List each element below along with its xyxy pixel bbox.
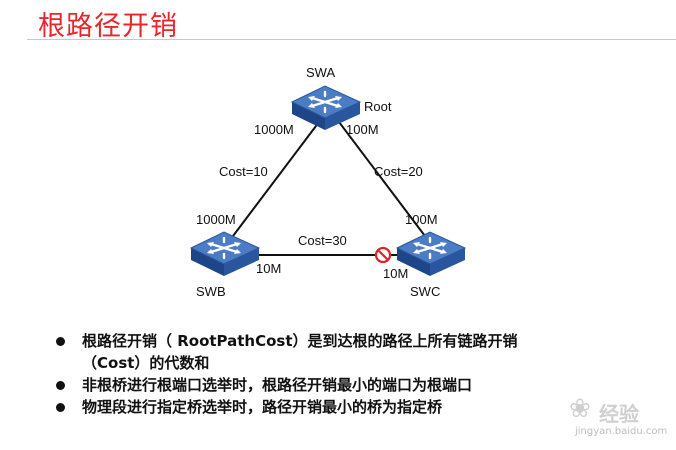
network-topology-diagram: SWA Root SWB SWC 1000M 100M 1000M 100M 1… bbox=[189, 65, 467, 299]
bullet-item: 物理段进行指定桥选举时，路径开销最小的桥为指定桥 bbox=[52, 396, 518, 418]
swa-swc-speed-at-swa: 100M bbox=[346, 122, 379, 137]
bullet-item: 根路径开销（ RootPathCost）是到达根的路径上所有链路开销 （Cost… bbox=[52, 330, 518, 374]
bullet-dot-icon bbox=[56, 337, 65, 346]
cost-label-swb-swc: Cost=30 bbox=[298, 233, 347, 248]
link-swa-swb bbox=[229, 117, 323, 241]
link-swa-swc bbox=[335, 117, 429, 241]
swa-swc-speed-at-swc: 100M bbox=[405, 212, 438, 227]
bullet-text: 非根桥进行根端口选举时，根路径开销最小的端口为根端口 bbox=[82, 376, 473, 394]
page-title: 根路径开销 bbox=[38, 11, 178, 42]
watermark-text: 经验 bbox=[599, 402, 639, 426]
swb-swc-speed-at-swc: 10M bbox=[383, 266, 408, 281]
bullet-dot-icon bbox=[56, 381, 65, 390]
bullet-item: 非根桥进行根端口选举时，根路径开销最小的端口为根端口 bbox=[52, 374, 518, 396]
blocked-port-icon bbox=[374, 246, 392, 264]
swc-name-label: SWC bbox=[410, 284, 440, 299]
swb-swc-speed-at-swb: 10M bbox=[256, 261, 281, 276]
swb-name-label: SWB bbox=[196, 284, 226, 299]
title-divider bbox=[27, 39, 676, 40]
cost-label-swa-swb: Cost=10 bbox=[219, 164, 268, 179]
swa-role-label: Root bbox=[364, 99, 392, 114]
bullet-list: 根路径开销（ RootPathCost）是到达根的路径上所有链路开销 （Cost… bbox=[52, 330, 518, 418]
swa-name-label: SWA bbox=[306, 65, 335, 80]
bullet-text-continued: （Cost）的代数和 bbox=[82, 354, 210, 372]
watermark-url: jingyan.baidu.com bbox=[575, 426, 668, 437]
bullet-text: 根路径开销（ RootPathCost）是到达根的路径上所有链路开销 bbox=[82, 332, 518, 350]
swa-swb-speed-at-swa: 1000M bbox=[254, 122, 294, 137]
paw-icon: ❀ bbox=[569, 394, 591, 424]
bullet-dot-icon bbox=[56, 403, 65, 412]
switch-swb-icon bbox=[189, 230, 261, 278]
swa-swb-speed-at-swb: 1000M bbox=[196, 212, 236, 227]
watermark: ❀ 经验 jingyan.baidu.com bbox=[565, 392, 675, 447]
cost-label-swa-swc: Cost=20 bbox=[374, 164, 423, 179]
bullet-text: 物理段进行指定桥选举时，路径开销最小的桥为指定桥 bbox=[82, 398, 443, 416]
